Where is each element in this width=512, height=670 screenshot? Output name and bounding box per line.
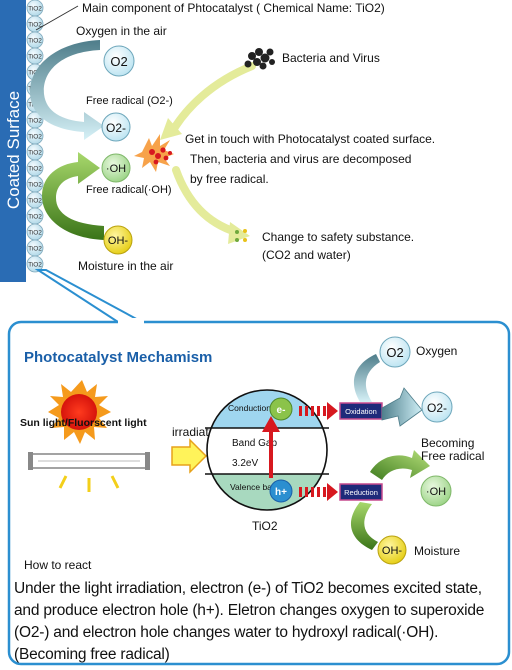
tio2-bead-label: TiO2 — [28, 166, 42, 173]
decomposed-bacteria-icon — [149, 147, 172, 165]
conduction-band-label: Conduction band — [228, 403, 293, 413]
tio2-bead-label: TiO2 — [28, 118, 42, 125]
reduction-badge — [339, 483, 383, 501]
reduction-label: Reduction — [344, 488, 378, 497]
oh-label: ·OH — [106, 163, 126, 175]
tio2-bead-label: TiO2 — [28, 198, 42, 205]
moisture-label: Moisture — [414, 544, 460, 558]
decompose-arrowhead — [228, 222, 250, 244]
mechanism-description: Under the light irradiation, electron (e… — [14, 580, 485, 663]
tio2-bead-label: TiO2 — [28, 182, 42, 189]
oxygen-o2-label: O2 — [386, 345, 403, 360]
tio2-bead-label: TiO2 — [28, 150, 42, 157]
tio2-label: TiO2 — [252, 519, 278, 533]
valence-band-label: Valence band — [230, 482, 282, 492]
hydroxyl-radical — [101, 153, 131, 183]
hydroxyl-product — [420, 475, 452, 507]
hole-label: h+ — [275, 487, 287, 498]
becoming-line2: Free radical — [421, 449, 484, 463]
superoxide-label: O2- — [427, 401, 447, 415]
free-radical-o2-label: Free radical (O2-) — [86, 95, 173, 107]
oxidation-label: Oxidation — [345, 407, 377, 416]
moisture-ion-label: OH- — [382, 545, 403, 557]
reduction-output-arrow — [370, 450, 430, 480]
sun-light-label: Sun light/Fluorscent light — [20, 417, 147, 429]
decompose-arrow — [172, 166, 240, 236]
bacteria-virus-icon — [244, 48, 275, 70]
oxidation-flow-arrow — [299, 402, 338, 420]
safety-substance-icon — [235, 229, 247, 242]
tio2-bead-label: TiO2 — [28, 214, 42, 221]
becoming-line1: Becoming — [421, 436, 474, 450]
tio2-bead-column: TiO2TiO2TiO2TiO2TiO2TiO2TiO2TiO2TiO2TiO2… — [26, 0, 44, 273]
moisture-to-radical-arrow — [42, 152, 104, 240]
electron-particle — [269, 397, 293, 421]
tio2-bead — [26, 255, 44, 273]
oxygen-molecule — [379, 336, 411, 368]
band-gap-value: 3.2eV — [232, 458, 258, 469]
moisture-ion — [377, 535, 407, 565]
moisture-capture-arrow — [350, 502, 378, 550]
superoxide-product — [421, 391, 453, 423]
oxygen-in-air-label: Oxygen in the air — [76, 24, 167, 38]
safety-text-line1: Change to safety substance. — [262, 230, 414, 244]
coated-surface-bar — [0, 0, 26, 282]
electron-label: e- — [277, 405, 286, 416]
hydroxyl-label: ·OH — [426, 486, 446, 498]
main-component-pointer — [35, 5, 79, 31]
sun-icon — [48, 380, 111, 444]
tio2-bead-label: TiO2 — [28, 134, 42, 141]
hydroxide-ion — [103, 225, 133, 255]
contact-text-line3: by free radical. — [190, 172, 269, 186]
oxygen-label: Oxygen — [416, 344, 457, 358]
bacteria-approach-arrow — [168, 62, 256, 136]
excitation-arrowhead — [262, 416, 280, 432]
o2minus-label: O2- — [106, 121, 126, 135]
contact-text-line2: Then, bacteria and virus are decomposed — [190, 152, 411, 166]
coated-surface-label: Coated Surface — [4, 91, 23, 209]
contact-text-line1: Get in touch with Photocatalyst coated s… — [185, 132, 435, 146]
how-to-react-label: How to react — [24, 558, 92, 572]
hole-particle — [269, 479, 293, 503]
oxygen-capture-arrow — [353, 354, 380, 402]
tio2-bead-label: TiO2 — [28, 38, 42, 45]
o2-label: O2 — [110, 54, 127, 69]
tio2-bead-label: TiO2 — [28, 54, 42, 61]
safety-text-line2: (CO2 and water) — [262, 248, 351, 262]
bacteria-virus-label: Bacteria and Virus — [282, 51, 380, 65]
superoxide-radical — [101, 112, 131, 142]
bacteria-approach-arrowhead — [160, 118, 182, 140]
band-gap-label: Band Gap — [232, 438, 277, 449]
tio2-bead-label: TiO2 — [28, 230, 42, 237]
tio2-bead-label: TiO2 — [28, 246, 42, 253]
callout-join — [118, 318, 144, 326]
callout-pointer — [34, 269, 143, 323]
fluorescent-lamp-icon — [28, 452, 150, 492]
tio2-bead-label: TiO2 — [28, 22, 42, 29]
oxygen-to-radical-arrow — [30, 40, 104, 140]
moisture-in-air-label: Moisture in the air — [78, 259, 173, 273]
tio2-bead-label: TiO2 — [28, 262, 42, 269]
ohminus-label: OH- — [108, 235, 129, 247]
reduction-flow-arrow — [299, 483, 338, 501]
tio2-bead-label: TiO2 — [28, 6, 42, 13]
o2-molecule — [103, 45, 135, 77]
mechanism-title: Photocatalyst Mechamism — [24, 349, 212, 366]
irradiation-arrow — [171, 438, 208, 474]
main-component-label: Main component of Phtocatalyst ( Chemica… — [82, 1, 385, 15]
free-radical-oh-label: Free radical(·OH) — [86, 184, 172, 196]
oxidation-output-arrow — [381, 387, 423, 427]
